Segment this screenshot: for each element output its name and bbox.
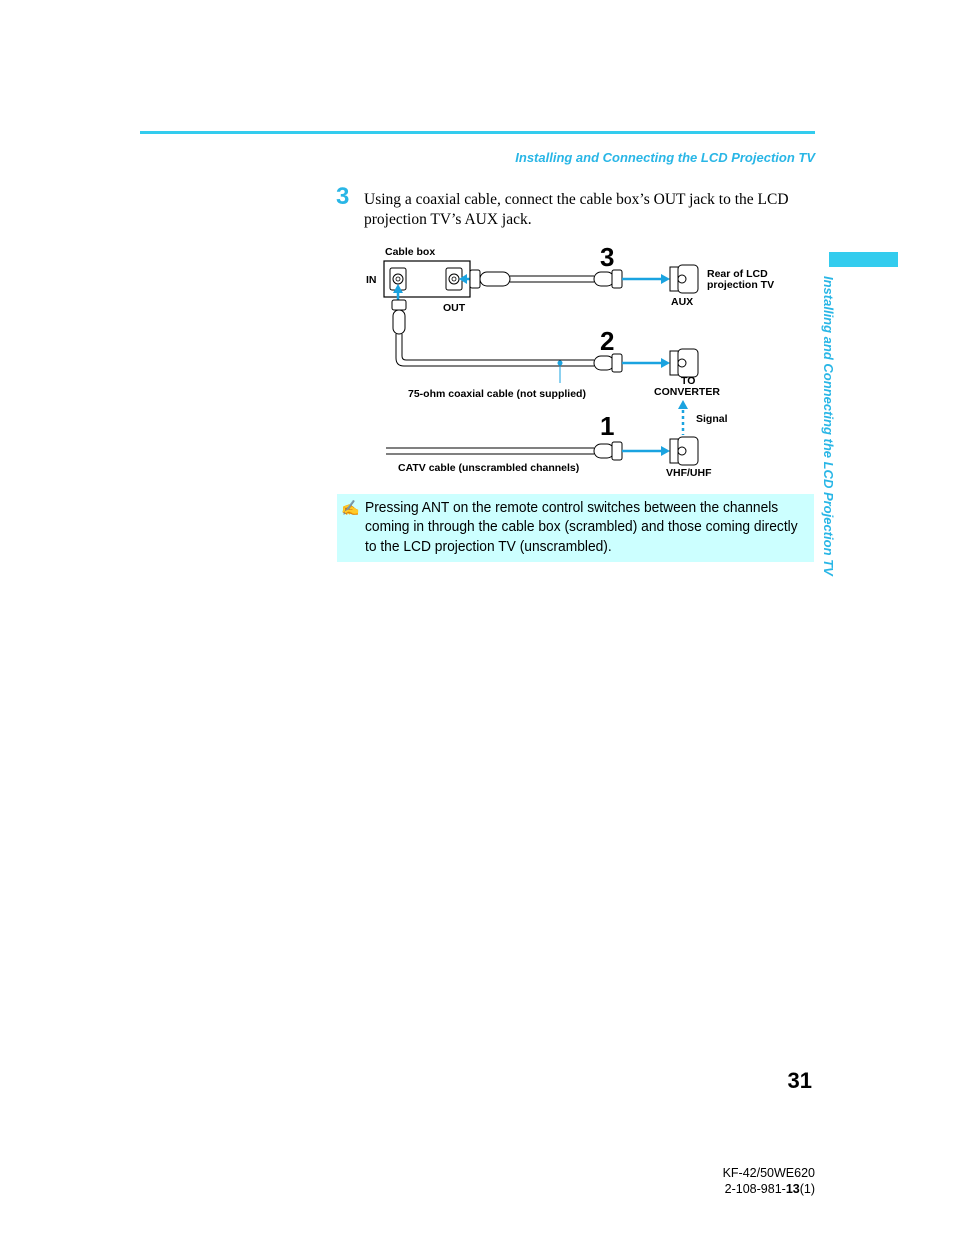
step-3-marker: 3: [600, 242, 614, 272]
connection-diagram: Cable box IN OUT 3 Rear of LCD projectio…: [366, 242, 774, 479]
cable-box-label: Cable box: [385, 246, 435, 258]
note-pencil-icon: ✍: [341, 500, 360, 517]
in-label: IN: [366, 274, 377, 286]
rear-label-line1: Rear of LCD: [707, 268, 768, 280]
rear-label-line2: projection TV: [707, 279, 774, 291]
signal-arrow: [678, 400, 688, 435]
vhf-uhf-label: VHF/UHF: [666, 467, 712, 479]
cable-box-out-jack: [445, 267, 463, 291]
coax-cable-label: 75-ohm coaxial cable (not supplied): [408, 388, 586, 400]
to-label: TO: [681, 375, 695, 387]
note-text: Pressing ANT on the remote control switc…: [365, 499, 798, 555]
section-header-title: Installing and Connecting the LCD Projec…: [515, 150, 815, 165]
footer-code-suffix: (1): [799, 1182, 815, 1196]
cable-2: [391, 284, 670, 383]
cable-box-in-jack: [389, 267, 407, 291]
side-tab-marker: [829, 252, 898, 267]
catv-cable-label: CATV cable (unscrambled channels): [398, 462, 579, 474]
header-rule: [140, 131, 815, 134]
cable-3: [459, 269, 670, 289]
tv-to-converter-jack: [669, 348, 699, 378]
step-instruction: Using a coaxial cable, connect the cable…: [364, 191, 789, 228]
note-box: [337, 494, 814, 562]
footer-code-prefix: 2-108-981-: [724, 1182, 786, 1196]
page-number: 31: [787, 1068, 812, 1093]
cable-1: [386, 441, 670, 461]
signal-label: Signal: [696, 413, 728, 425]
footer-code-bold: 13: [785, 1182, 800, 1196]
aux-label: AUX: [671, 296, 693, 308]
footer-model: KF-42/50WE620: [722, 1166, 815, 1180]
step-2-marker: 2: [600, 326, 614, 356]
step-number: 3: [336, 183, 350, 210]
out-label: OUT: [443, 302, 466, 314]
step-1-marker: 1: [600, 411, 614, 441]
tv-aux-jack: [669, 264, 699, 294]
footer-code: 2-108-981-13(1): [725, 1182, 815, 1196]
converter-label: CONVERTER: [654, 386, 720, 398]
tv-vhf-uhf-jack: [669, 436, 699, 466]
